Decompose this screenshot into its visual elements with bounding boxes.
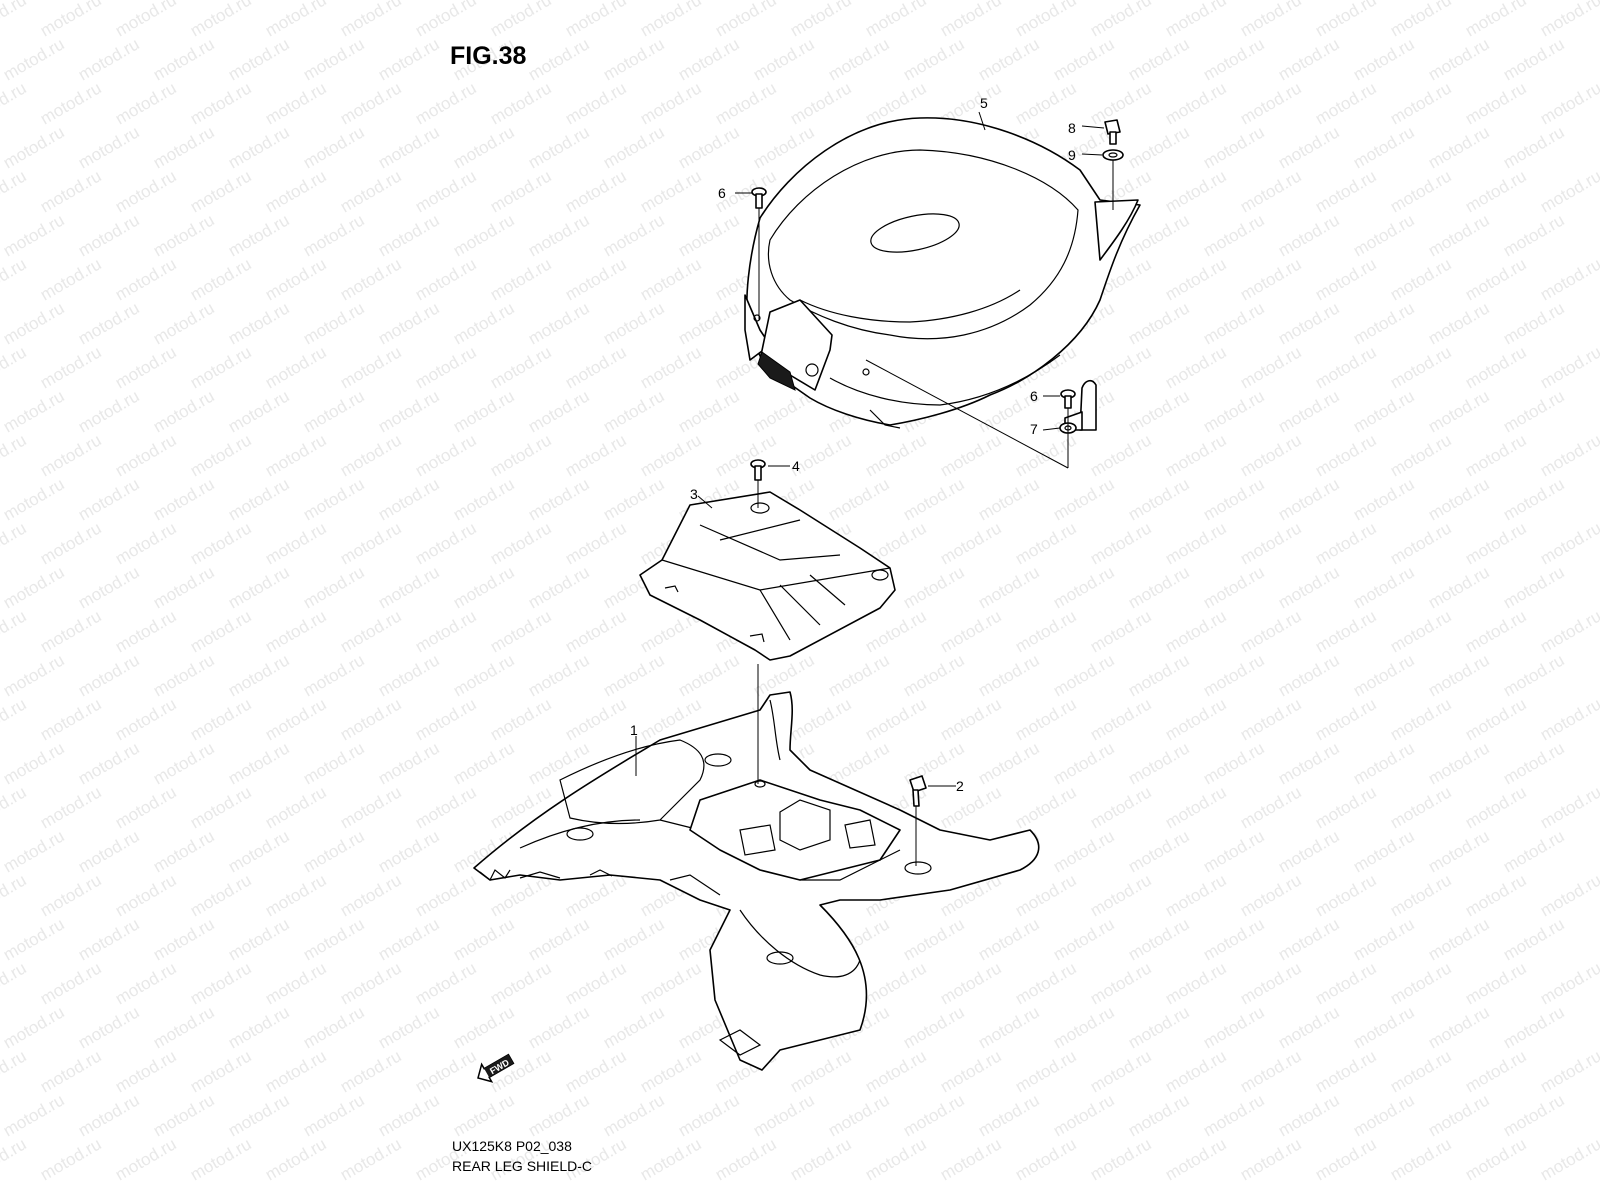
part-4-screw — [750, 459, 766, 481]
part-8-bolt — [1104, 119, 1121, 145]
callout-9: 9 — [1068, 147, 1076, 163]
figure-name: REAR LEG SHIELD-C — [452, 1158, 593, 1174]
part-2-bolt — [909, 775, 927, 807]
part-1-rear-leg-shield — [473, 691, 1040, 1071]
callout-labels: 1 2 3 4 5 6 6 7 8 9 — [630, 95, 1076, 794]
leader-lines — [635, 111, 1114, 866]
callout-6-lower: 6 — [1030, 388, 1038, 404]
part-5-utility-box — [744, 117, 1141, 429]
part-3-cover — [639, 491, 896, 661]
callout-3: 3 — [690, 486, 698, 502]
callout-4: 4 — [792, 458, 800, 474]
callout-6-upper: 6 — [718, 185, 726, 201]
part-9-washer — [1102, 149, 1124, 161]
figure-title: FIG.38 — [450, 42, 527, 70]
part-6-screw-upper — [751, 187, 767, 209]
callout-7: 7 — [1030, 421, 1038, 437]
callout-2: 2 — [956, 778, 964, 794]
part-6-screw-lower — [1060, 389, 1076, 409]
fwd-arrow: FWD — [477, 1053, 515, 1083]
callout-8: 8 — [1068, 120, 1076, 136]
callout-5: 5 — [980, 95, 988, 111]
model-code: UX125K8 P02_038 — [452, 1138, 572, 1154]
callout-1: 1 — [630, 722, 638, 738]
